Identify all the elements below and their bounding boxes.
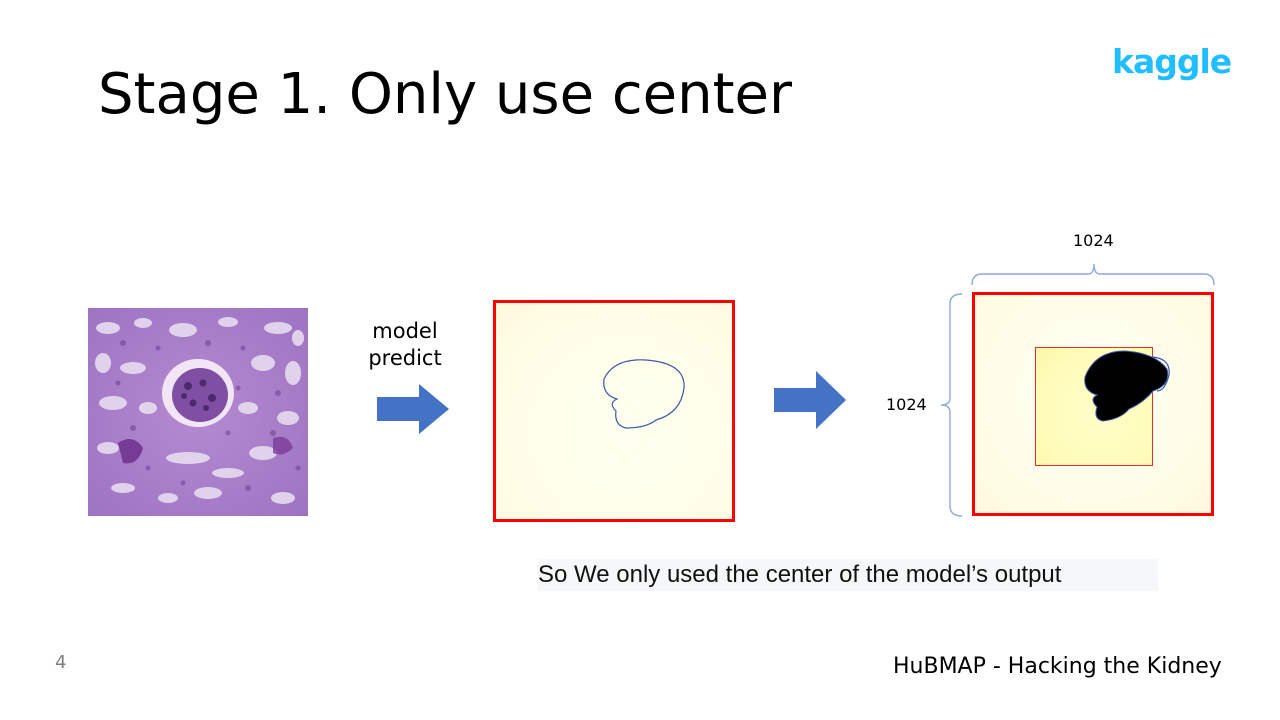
kaggle-logo: kaggle (1112, 42, 1232, 81)
height-dimension-label: 1024 (886, 395, 927, 414)
center-mask (1084, 350, 1170, 422)
right-arrow-icon (377, 384, 449, 434)
model-predict-label: model predict (368, 319, 442, 370)
footer-text: HuBMAP - Hacking the Kidney (893, 654, 1222, 679)
right-arrow-icon (774, 371, 846, 429)
kidney-tissue-image (88, 308, 308, 516)
prediction-output-box (493, 300, 735, 522)
page-number: 4 (55, 652, 67, 673)
predicted-mask-outline (603, 359, 685, 429)
slide-title: Stage 1. Only use center (98, 62, 793, 127)
width-dimension-label: 1024 (1073, 231, 1114, 250)
caption-text: So We only used the center of the model’… (538, 559, 1158, 591)
full-output-box (972, 292, 1214, 516)
